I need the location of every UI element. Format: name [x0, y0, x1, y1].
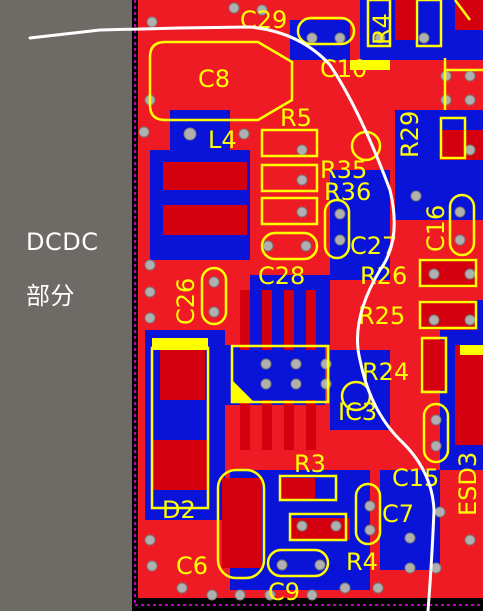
- label-c15: C15: [392, 464, 439, 492]
- label-r25: R25: [358, 302, 405, 330]
- label-d2: D2: [162, 496, 196, 524]
- label-c6: C6: [176, 552, 208, 580]
- label-c9: C9: [268, 578, 300, 606]
- label-r3: R3: [294, 450, 326, 478]
- label-c26: C26: [172, 278, 200, 325]
- label-c8: C8: [198, 65, 230, 93]
- label-ic3: IC3: [338, 398, 377, 426]
- silkscreen-labels: C29 R4 C8 C10 L4 R5 R29 R35 R36 C16 C27 …: [162, 6, 482, 606]
- side-label-line1: DCDC: [26, 228, 99, 256]
- side-label-line2: 部分: [26, 282, 75, 310]
- top-copper-pads: [152, 0, 483, 568]
- label-c28: C28: [258, 262, 305, 290]
- label-r29: R29: [396, 111, 424, 158]
- side-panel: DCDC 部分: [0, 0, 132, 611]
- label-l4: L4: [208, 126, 237, 154]
- label-esd3: ESD3: [454, 452, 482, 516]
- label-r35: R35: [320, 156, 367, 184]
- label-r4-top: R4: [368, 13, 396, 45]
- label-c7: C7: [382, 500, 414, 528]
- silkscreen-markers: [152, 60, 483, 402]
- vias: [138, 2, 476, 601]
- label-c10: C10: [320, 55, 367, 83]
- label-r24: R24: [362, 358, 409, 386]
- label-r4-bottom: R4: [346, 548, 378, 576]
- label-c16: C16: [422, 205, 450, 252]
- label-r36: R36: [324, 178, 371, 206]
- label-r5: R5: [280, 104, 312, 132]
- annotation-stroke: [28, 25, 436, 611]
- silkscreen-outlines: [148, 0, 483, 580]
